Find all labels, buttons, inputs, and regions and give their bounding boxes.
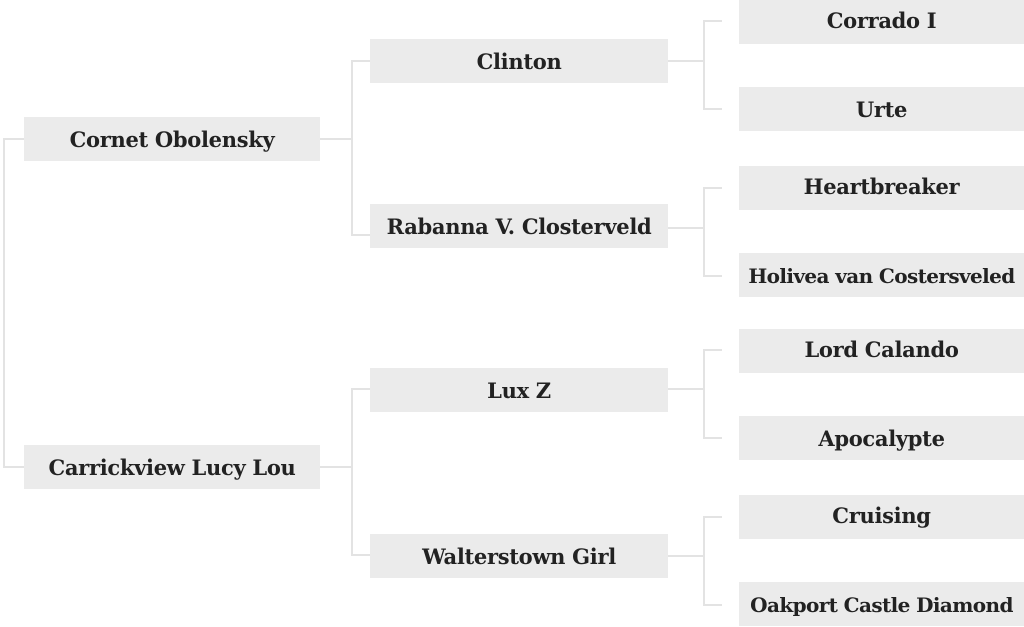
horse-name: Cruising [832,503,931,528]
horse-name: Corrado I [826,8,937,33]
horse-sire-sire-sire: Corrado I [739,0,1024,44]
horse-dam-dam: Walterstown Girl [370,534,668,578]
horse-sire-dam: Rabanna V. Closterveld [370,204,668,248]
horse-dam-dam-sire: Cruising [739,495,1024,539]
horse-name: Heartbreaker [803,174,960,199]
root-bracket-line [3,138,24,468]
horse-name: Rabanna V. Closterveld [386,213,652,239]
horse-name: Clinton [476,48,562,74]
horse-name: Cornet Obolensky [69,126,275,152]
horse-sire-dam-dam: Holivea van Costersveled [739,253,1024,297]
horse-name: Oakport Castle Diamond [750,593,1013,617]
connector-dam-parents-line [351,388,370,556]
horse-sire-sire-dam: Urte [739,87,1024,131]
horse-dam: Carrickview Lucy Lou [24,445,320,489]
horse-name: Apocalypte [818,425,945,451]
horse-sire: Cornet Obolensky [24,117,320,161]
horse-sire-dam-sire: Heartbreaker [739,166,1024,210]
horse-dam-sire-dam: Apocalypte [739,416,1024,460]
horse-name: Urte [855,96,908,122]
connector-walterstown-parents-line [703,516,722,606]
horse-dam-sire: Lux Z [370,368,668,412]
horse-sire-sire: Clinton [370,39,668,83]
connector-rabanna-parents-line [703,187,722,277]
horse-name: Walterstown Girl [422,543,616,569]
horse-name: Holivea van Costersveled [748,264,1015,288]
connector-sire-parents-line [351,60,370,236]
horse-dam-sire-sire: Lord Calando [739,329,1024,373]
horse-name: Lux Z [487,377,551,403]
horse-dam-dam-dam: Oakport Castle Diamond [739,582,1024,626]
connector-clinton-parents-line [703,20,722,110]
connector-luxz-parents-line [703,349,722,439]
horse-name: Lord Calando [804,337,959,362]
horse-name: Carrickview Lucy Lou [48,454,296,480]
